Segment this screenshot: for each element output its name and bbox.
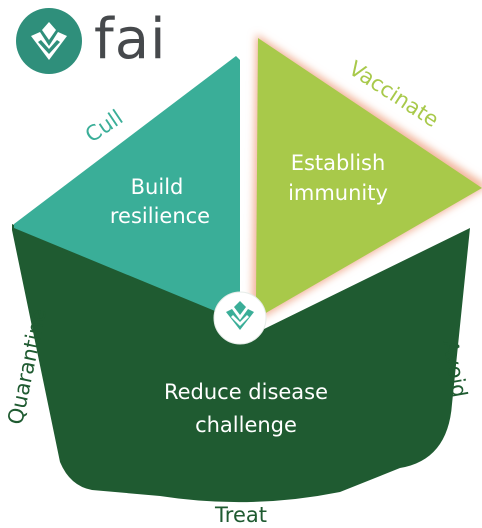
fai-leaf-logo-icon: [16, 8, 82, 74]
center-leaf-icon: [226, 301, 254, 330]
establish-immunity-label-line2: immunity: [288, 181, 388, 205]
fai-logo: fai: [16, 7, 186, 78]
build-resilience-segment: [14, 56, 240, 318]
reduce-disease-label-line2: challenge: [195, 413, 297, 437]
reduce-disease-label-line1: Reduce disease: [164, 380, 328, 404]
establish-immunity-label-line1: Establish: [291, 151, 386, 175]
edge-label-treat: Treat: [214, 503, 267, 527]
reduce-disease-segment: [12, 224, 470, 503]
build-resilience-label-line2: resilience: [110, 204, 210, 228]
establish-immunity-segment: [256, 38, 482, 314]
center-hub: [213, 291, 267, 345]
build-resilience-label-line1: Build: [131, 175, 184, 199]
edge-label-cull: Cull: [81, 105, 127, 147]
brand-name: fai: [94, 7, 167, 72]
